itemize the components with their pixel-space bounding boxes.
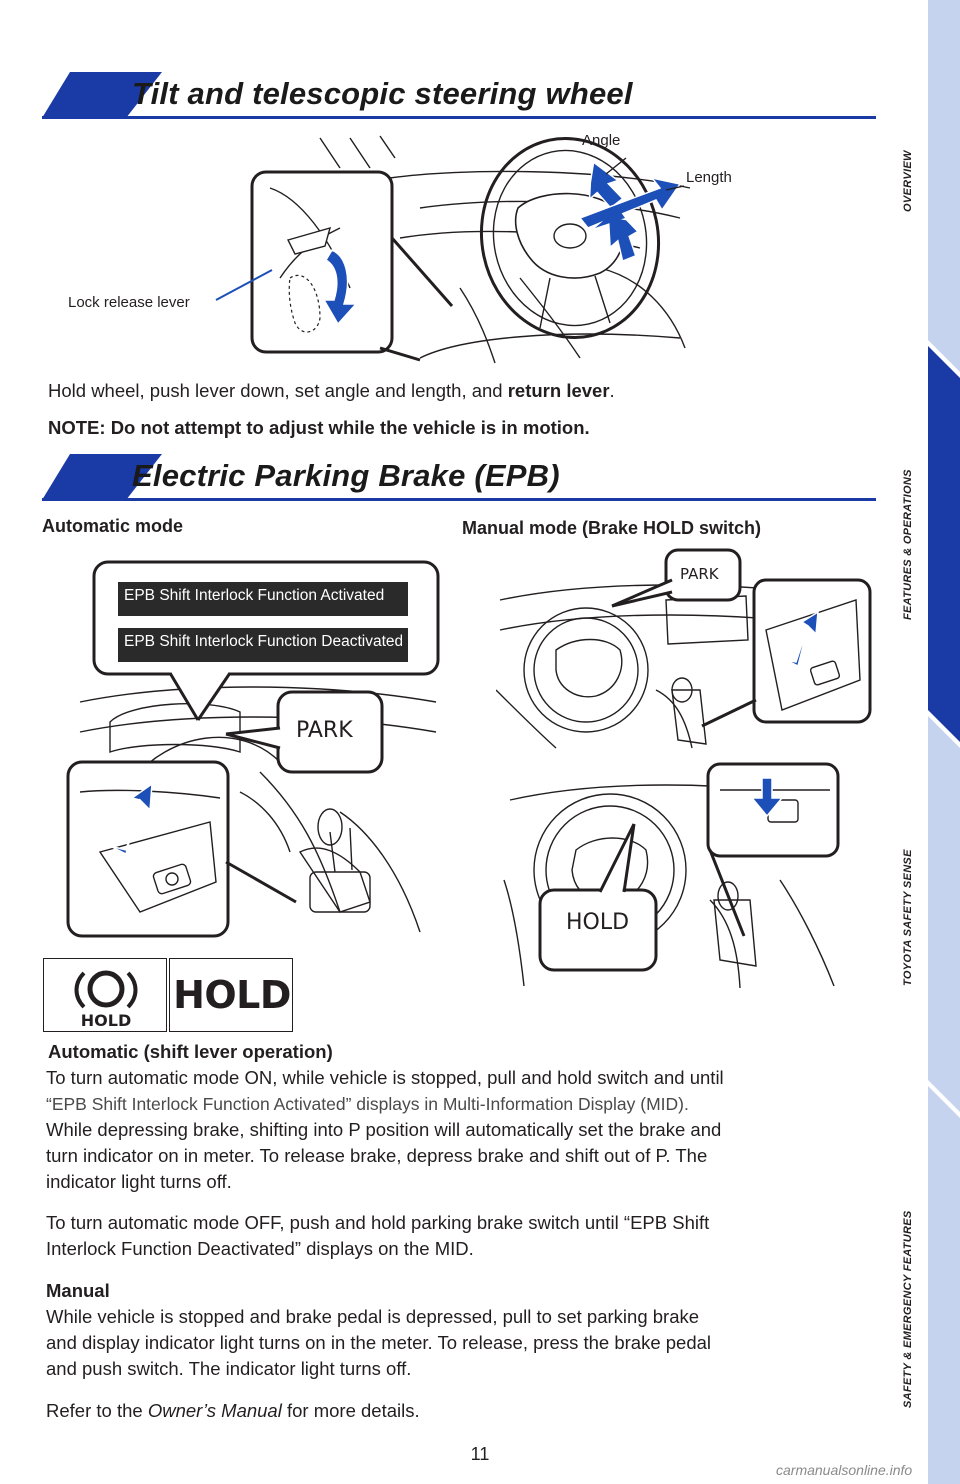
manual-mode-illustration-hold: HOLD	[500, 760, 840, 990]
automatic-mode-illustration: EPB Shift Interlock Function Activated E…	[40, 552, 440, 944]
tab-safety-emergency[interactable]	[928, 1086, 960, 1484]
auto-off-line-1: To turn automatic mode OFF, push and hol…	[46, 1212, 710, 1233]
auto-heading: Automatic (shift lever operation)	[48, 1041, 333, 1062]
auto-line-1: To turn automatic mode ON, while vehicle…	[46, 1067, 724, 1088]
manual-line-2: and display indicator light turns on in …	[46, 1332, 712, 1353]
steering-instruction-bold: return lever	[507, 380, 610, 401]
section-header-epb: Electric Parking Brake (EPB)	[42, 452, 876, 508]
sidebar-label-safety-text: SAFETY & EMERGENCY FEATURES	[902, 1210, 914, 1408]
steering-wheel-illustration: Angle Length Lock release lever	[40, 128, 800, 368]
refer-line: Refer to the Owner’s Manual for more det…	[46, 1398, 420, 1424]
label-length: Length	[686, 169, 732, 186]
park-callout-text: PARK	[296, 718, 353, 743]
label-angle: Angle	[582, 132, 621, 149]
auto-line-5: indicator light turns off.	[46, 1171, 232, 1192]
label-lock-release-lever: Lock release lever	[68, 294, 190, 311]
hold-callout-text: HOLD	[566, 910, 630, 935]
brake-indicator-caption: HOLD	[80, 1011, 132, 1030]
tab-toyota-safety-sense[interactable]	[928, 716, 960, 1112]
automatic-mode-label: Automatic mode	[42, 516, 184, 536]
brake-indicator-icon	[74, 970, 138, 1009]
section-title-epb: Electric Parking Brake (EPB)	[132, 458, 560, 493]
auto-line-2: “EPB Shift Interlock Function Activated”…	[46, 1094, 689, 1114]
manual-mode-label: Manual mode (Brake HOLD switch)	[462, 518, 762, 538]
manual-line-3: and push switch. The indicator light tur…	[46, 1358, 412, 1379]
section-header-graphic	[42, 72, 876, 119]
msg-deactivated: EPB Shift Interlock Function Deactivated	[124, 633, 402, 650]
refer-owners-manual: Owner’s Manual	[147, 1400, 282, 1421]
steering-instruction-text: Hold wheel, push lever down, set angle a…	[48, 380, 508, 401]
auto-line-4: turn indicator on in meter. To release b…	[46, 1145, 708, 1166]
refer-prefix: Refer to the	[46, 1400, 148, 1421]
msg-activated: EPB Shift Interlock Function Activated	[124, 587, 385, 604]
sidebar-label-features-text: FEATURES & OPERATIONS	[902, 469, 914, 620]
auto-off-line-2: Interlock Function Deactivated” displays…	[46, 1238, 474, 1259]
epb-indicator-box: HOLD	[43, 958, 167, 1032]
manual-mode-illustration-park: PARK	[495, 540, 876, 752]
manual-line-1: While vehicle is stopped and brake pedal…	[46, 1306, 700, 1327]
page-number: 11	[470, 1444, 490, 1464]
hold-indicator-box: HOLD	[169, 958, 293, 1032]
park-callout-text-manual: PARK	[680, 565, 719, 583]
section-header-epb-graphic	[42, 454, 876, 501]
section-header-steering: Tilt and telescopic steering wheel	[42, 70, 876, 126]
steering-instruction: Hold wheel, push lever down, set angle a…	[48, 378, 868, 404]
tab-overview[interactable]	[928, 0, 960, 372]
sidebar-nav	[928, 0, 960, 1484]
auto-line-3: While depressing brake, shifting into P …	[46, 1119, 722, 1140]
sidebar-label-tss-text: TOYOTA SAFETY SENSE	[902, 849, 914, 986]
manual-heading: Manual	[46, 1280, 110, 1301]
sidebar-label-overview-text: OVERVIEW	[902, 150, 914, 212]
refer-suffix: for more details.	[281, 1400, 420, 1421]
steering-note: NOTE: Do not attempt to adjust while the…	[48, 417, 590, 438]
watermark: carmanualsonline.info	[776, 1462, 913, 1478]
hold-indicator-text: HOLD	[173, 973, 291, 1017]
section-title-steering: Tilt and telescopic steering wheel	[132, 76, 633, 111]
tab-features-operations[interactable]	[928, 346, 960, 742]
sidebar-tabs-graphic	[928, 0, 960, 1484]
steering-instruction-suffix: .	[609, 380, 615, 401]
